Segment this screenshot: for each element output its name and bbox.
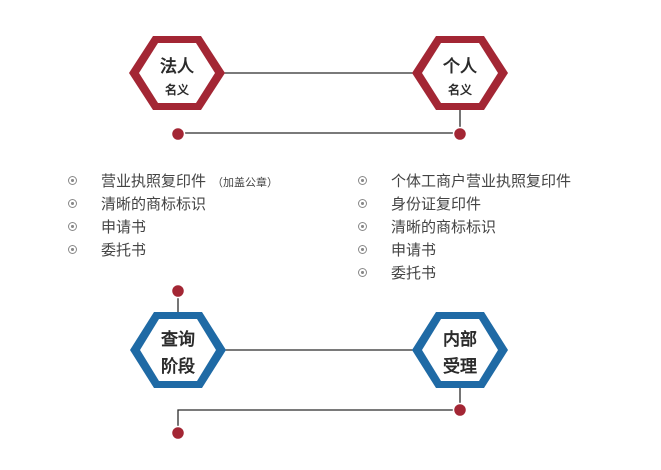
list-item: 申请书 [358,239,571,262]
list-item: 委托书 [68,239,278,262]
node-legal-entity-line1: 法人 [160,56,195,77]
connector-dots [170,126,468,441]
node-legal-entity: 法人 名义 [129,36,225,110]
node-individual-inner [422,43,498,103]
legal-entity-doc-list: 营业执照复印件 （加盖公章） 清晰的商标标识 申请书 委托书 [68,170,278,262]
bullet-icon [358,222,367,231]
list-item-text: 申请书 [391,241,437,259]
node-individual-line2: 名义 [448,82,473,97]
dot-middle-left [170,283,186,299]
node-internal-line1: 内部 [443,329,477,350]
connector-internal-down [177,382,461,432]
list-item: 清晰的商标标识 [68,193,278,216]
bullet-icon [68,199,77,208]
list-item-text: 个体工商户营业执照复印件 [391,172,572,190]
node-individual-line1: 个人 [442,56,478,77]
node-individual: 个人 名义 [412,36,508,110]
connector-individual-down [178,100,461,134]
node-legal-entity-inner [139,43,215,103]
node-internal-line2: 受理 [443,356,477,377]
bullet-icon [358,268,367,277]
node-query: 查询 阶段 [130,312,226,388]
bullet-icon [68,176,77,185]
list-item-text: 委托书 [101,241,147,259]
list-item-text: 清晰的商标标识 [391,218,497,236]
list-item-text: 营业执照复印件 [101,172,207,190]
list-item-text: 委托书 [391,264,437,282]
list-item-text: 申请书 [101,218,147,236]
list-item: 清晰的商标标识 [358,216,571,239]
node-query-line2: 阶段 [161,356,195,377]
bullet-icon [358,176,367,185]
list-item: 身份证复印件 [358,193,571,216]
list-item: 委托书 [358,262,571,285]
bullet-icon [358,199,367,208]
bullet-icon [68,245,77,254]
node-query-line1: 查询 [160,329,195,350]
list-item: 个体工商户营业执照复印件 [358,170,571,193]
list-item: 营业执照复印件 （加盖公章） [68,170,278,193]
node-query-inner [140,319,216,381]
list-item-note: （加盖公章） [212,176,279,189]
dot-top-left [170,126,186,142]
dot-bottom-left [170,425,186,441]
bullet-icon [68,222,77,231]
list-item-text: 身份证复印件 [391,195,482,213]
node-internal: 内部 受理 [412,312,508,388]
list-item-text: 清晰的商标标识 [101,195,207,213]
bullet-icon [358,245,367,254]
individual-doc-list: 个体工商户营业执照复印件 身份证复印件 清晰的商标标识 申请书 委托书 [358,170,571,285]
node-legal-entity-line2: 名义 [165,82,190,97]
dot-top-right [452,126,468,142]
list-item: 申请书 [68,216,278,239]
connectors [177,72,461,432]
dot-bottom-right [452,402,468,418]
node-internal-inner [422,319,498,381]
